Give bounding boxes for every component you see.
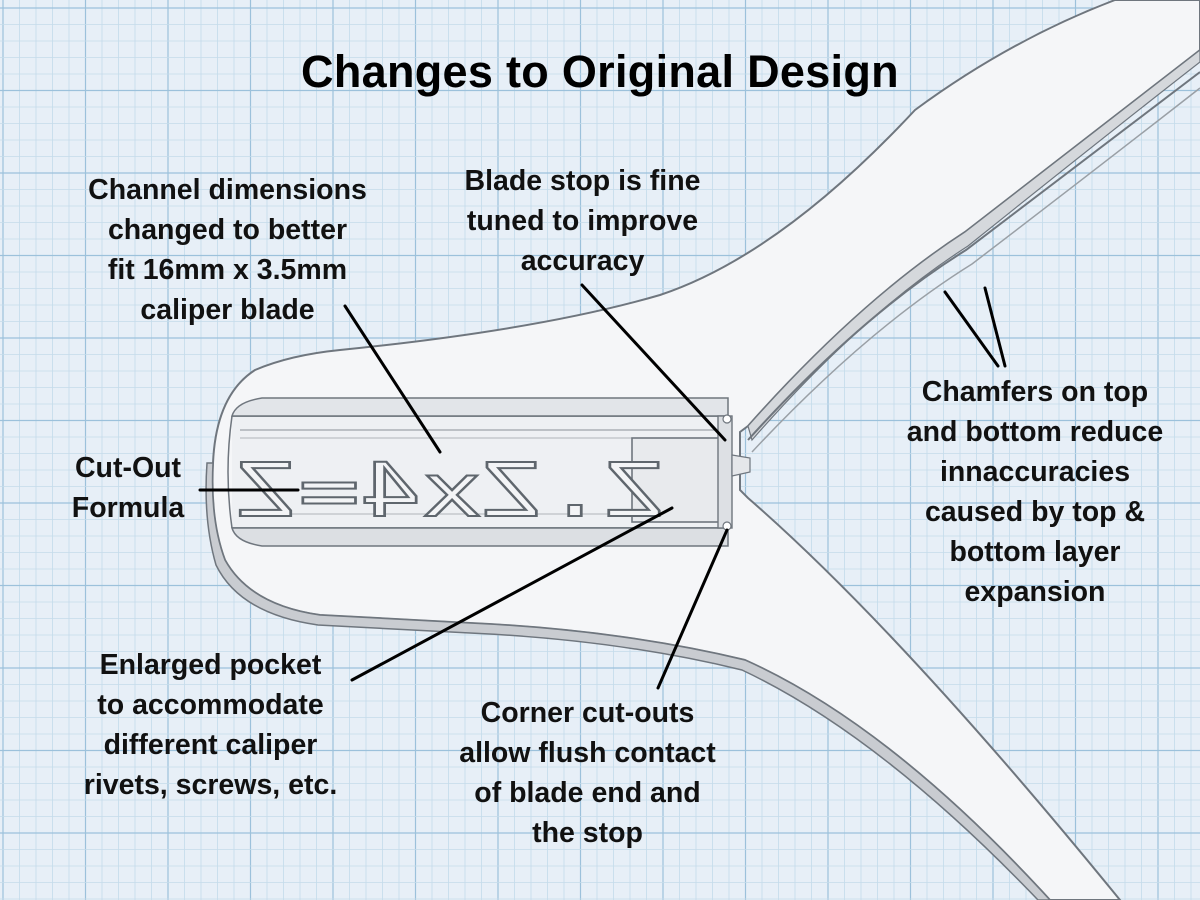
chamfer-strip: [747, 71, 1200, 453]
leader-channel: [343, 304, 442, 454]
annotation-cutout-formula: Cut-Out Formula: [48, 448, 208, 528]
annotation-line: and bottom reduce: [906, 416, 1164, 448]
annotation-line: Blade stop is fine: [464, 165, 701, 197]
leader-chamfer-top: [943, 290, 1000, 368]
pocket-and-stop: [631, 414, 751, 531]
leader-lines: [198, 283, 1007, 690]
annotation-line: Cut-Out: [74, 452, 182, 484]
annotation-line: bottom layer: [949, 536, 1121, 568]
annotation-corner: Corner cut-outs allow flush contact of b…: [425, 693, 750, 853]
annotation-line: expansion: [964, 576, 1106, 608]
annotation-line: changed to better: [107, 214, 348, 246]
annotation-pocket: Enlarged pocket to accommodate different…: [48, 645, 373, 805]
leader-pocket: [350, 506, 674, 682]
annotation-line: innaccuracies: [939, 456, 1131, 488]
annotation-line: Corner cut-outs: [480, 697, 695, 729]
annotation-line: the stop: [532, 817, 643, 849]
annotation-line: Enlarged pocket: [99, 649, 322, 681]
annotation-line: to accommodate: [97, 689, 324, 721]
annotation-line: accuracy: [520, 245, 645, 277]
annotation-channel: Channel dimensions changed to better fit…: [40, 170, 415, 330]
annotation-line: Formula: [71, 492, 185, 524]
annotation-chamfers: Chamfers on top and bottom reduce innacc…: [875, 372, 1195, 612]
annotation-line: tuned to improve: [466, 205, 699, 237]
leader-blade-stop: [580, 283, 727, 442]
leader-chamfer-bottom: [983, 286, 1007, 368]
cutout-formula: Z.Zx4=Z: [236, 447, 668, 535]
annotation-line: fit 16mm x 3.5mm: [107, 254, 348, 286]
annotation-line: allow flush contact: [459, 737, 716, 769]
annotation-line: rivets, screws, etc.: [83, 769, 338, 801]
annotation-blade-stop: Blade stop is fine tuned to improve accu…: [420, 161, 745, 281]
annotation-line: caliper blade: [140, 294, 315, 326]
leader-corner: [656, 528, 729, 690]
annotation-line: different caliper: [103, 729, 318, 761]
annotation-line: caused by top &: [924, 496, 1146, 528]
annotation-line: Channel dimensions: [88, 174, 367, 206]
channel-slot: [227, 397, 729, 547]
page-title: Changes to Original Design: [301, 46, 899, 97]
formula-text: Z.Zx4=Z: [237, 448, 667, 534]
annotation-line: of blade end and: [474, 777, 701, 809]
annotation-line: Chamfers on top: [921, 376, 1149, 408]
